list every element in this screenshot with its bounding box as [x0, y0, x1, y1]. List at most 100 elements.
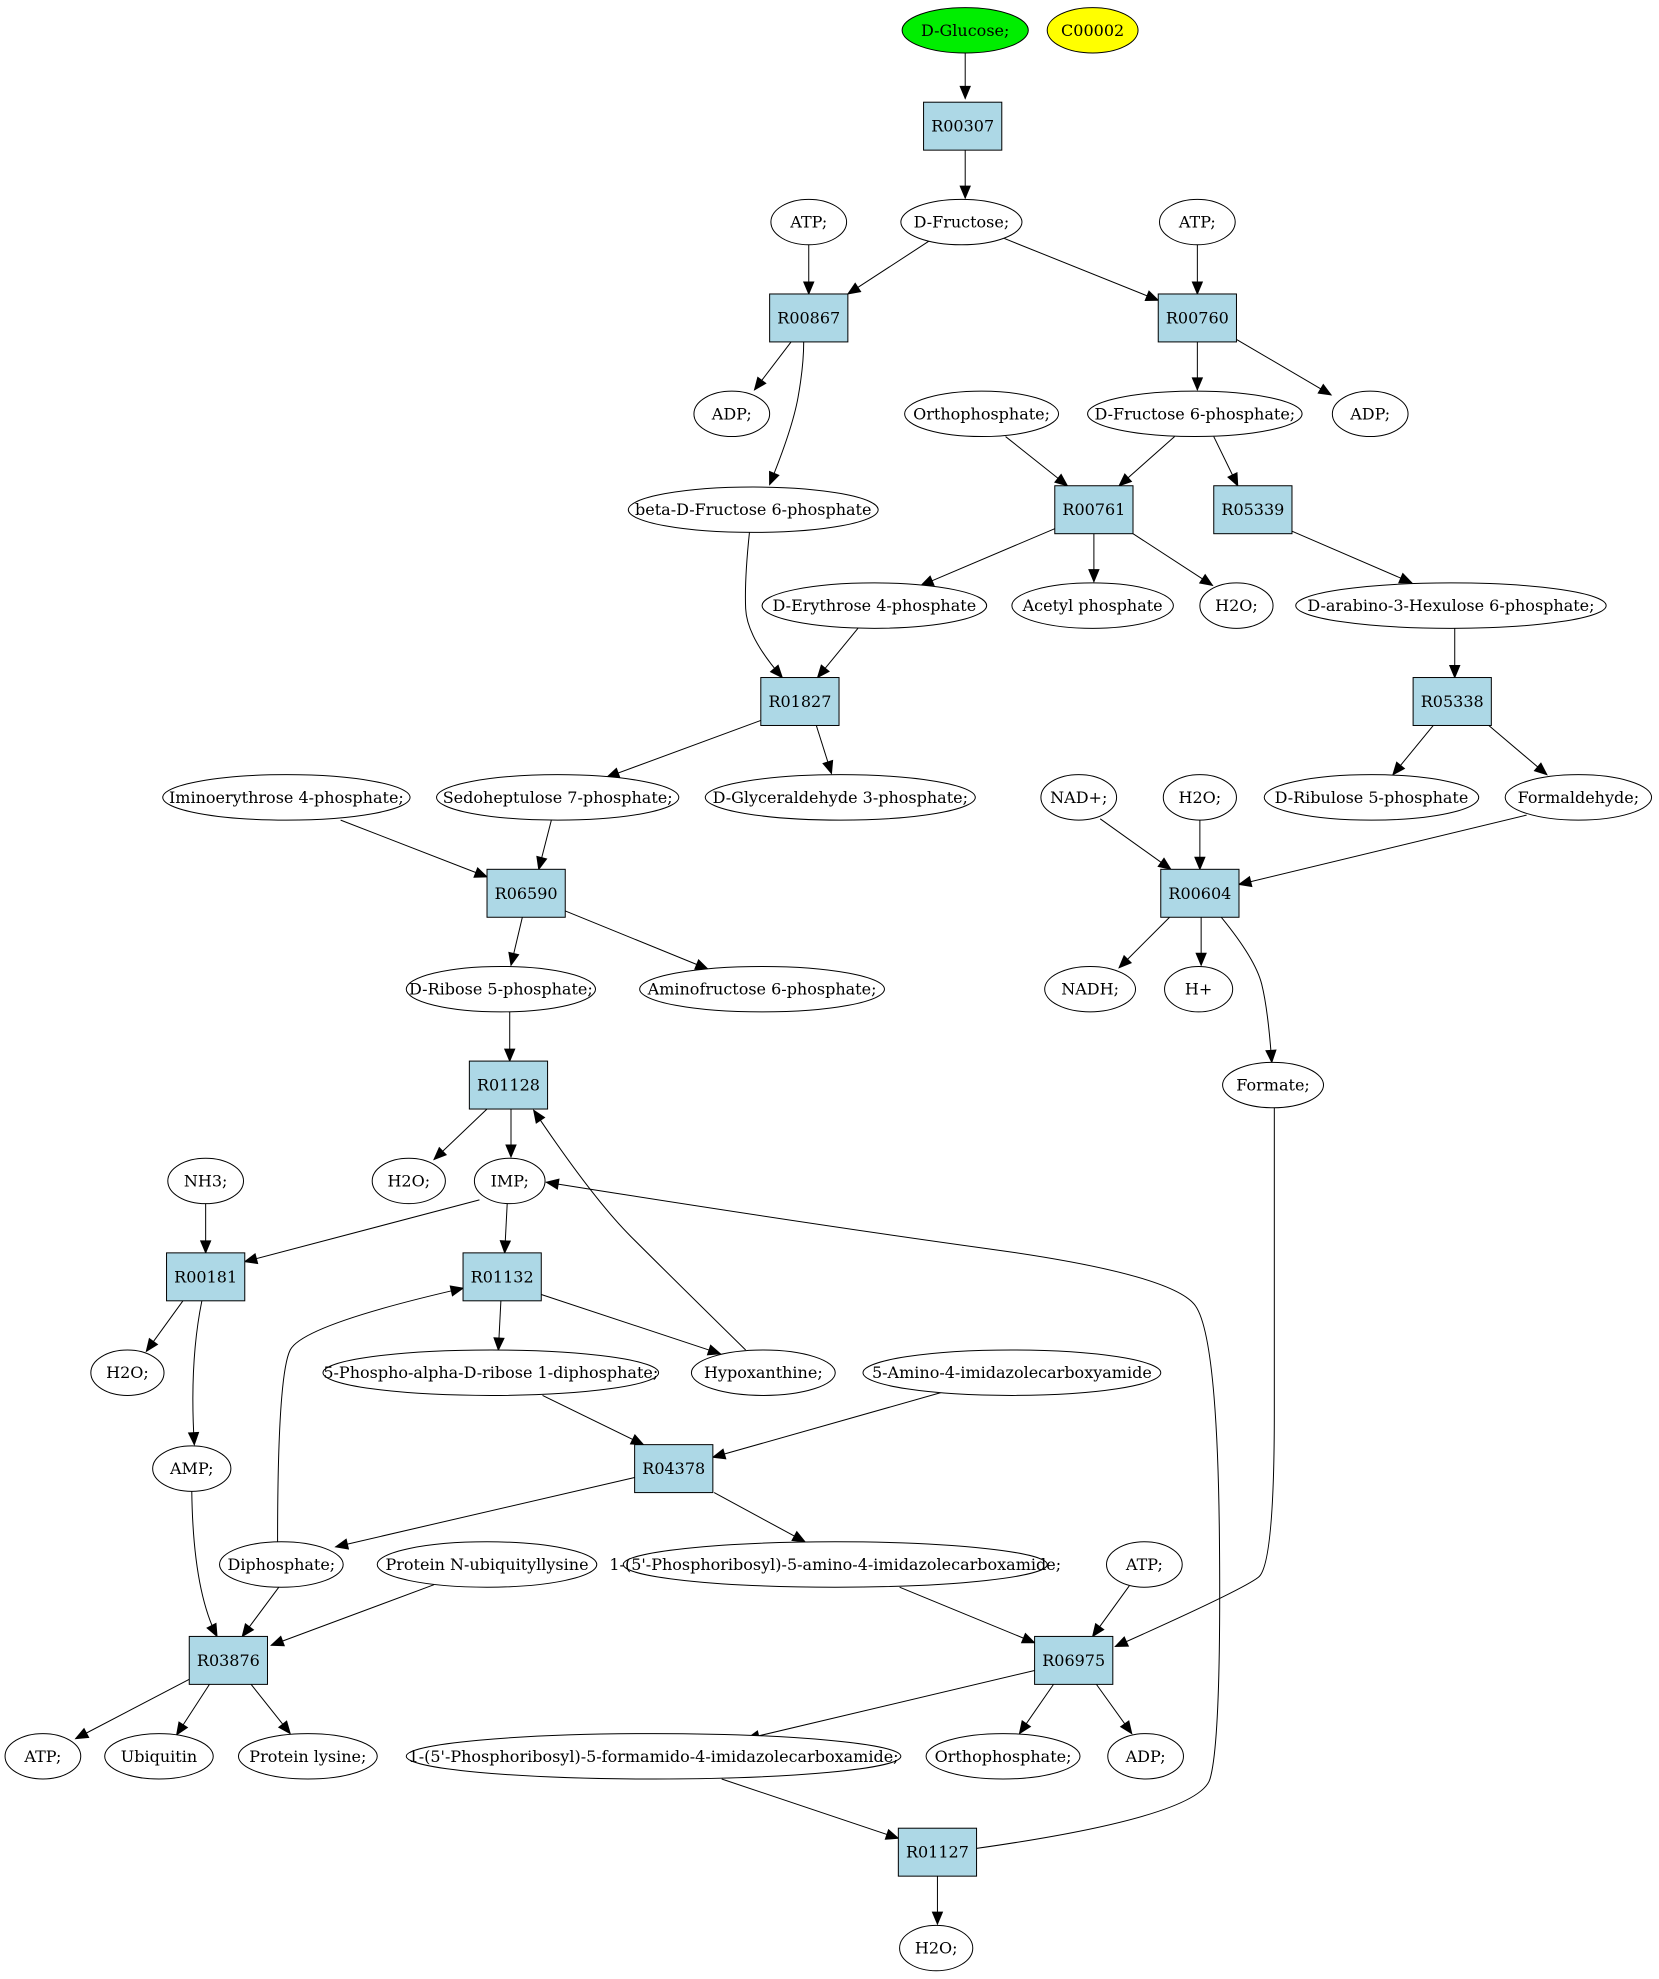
compound-node-orthophosphate_a[interactable]: Orthophosphate;	[904, 390, 1060, 438]
orthophosphate_a-label: Orthophosphate;	[913, 404, 1050, 423]
compound-node-proteinlysine[interactable]: Protein lysine;	[237, 1733, 378, 1780]
arrowhead-r01827-to-g3p	[822, 759, 834, 775]
imp-shape	[473, 1157, 546, 1205]
reaction-node-r04378[interactable]: R04378	[634, 1444, 714, 1494]
compound-node-nadp[interactable]: NAD+;	[1040, 774, 1118, 821]
compound-node-atp_b[interactable]: ATP;	[1159, 198, 1236, 246]
compound-node-h2o_e[interactable]: H2O;	[899, 1924, 974, 1972]
reaction-node-r00760[interactable]: R00760	[1157, 293, 1237, 343]
reaction-node-r03876[interactable]: R03876	[188, 1635, 268, 1685]
atp_b-label: ATP;	[1178, 213, 1216, 232]
compound-node-ubiquityllysine[interactable]: Protein N-ubiquityllysine	[376, 1541, 598, 1588]
reaction-node-r05338[interactable]: R05338	[1412, 677, 1492, 726]
atp_a-label: ATP;	[789, 213, 827, 232]
r05338-shape	[1412, 677, 1492, 726]
compound-node-ru5p[interactable]: D-Ribulose 5-phosphate	[1263, 774, 1480, 821]
aminofructose-label: Aminofructose 6-phosphate;	[647, 980, 877, 999]
atp_c-label: ATP;	[1125, 1555, 1163, 1574]
compound-node-nadh[interactable]: NADH;	[1044, 965, 1137, 1013]
reaction-node-r01127[interactable]: R01127	[897, 1827, 978, 1877]
arrowhead-amp-to-r03876	[206, 1622, 218, 1638]
compound-node-e4p[interactable]: D-Erythrose 4-phosphate	[761, 582, 988, 629]
compound-node-glucose[interactable]: D-Glucose;	[901, 7, 1029, 54]
compound-node-h2o_a[interactable]: H2O;	[1199, 582, 1274, 629]
compound-node-acetylp[interactable]: Acetyl phosphate	[1011, 582, 1174, 629]
compound-node-atp_d[interactable]: ATP;	[4, 1733, 82, 1780]
compound-node-iminoerythrose[interactable]: Iminoerythrose 4-phosphate;	[162, 774, 411, 821]
compound-node-h2o_d[interactable]: H2O;	[90, 1349, 165, 1396]
compound-node-h2o_c[interactable]: H2O;	[371, 1157, 446, 1205]
compound-node-s7p[interactable]: Sedoheptulose 7-phosphate;	[436, 774, 680, 821]
reaction-node-r00604[interactable]: R00604	[1160, 868, 1240, 918]
r06590-shape	[486, 868, 566, 918]
compound-node-adp_a[interactable]: ADP;	[693, 390, 771, 438]
compound-node-formaldehyde[interactable]: Formaldehyde;	[1504, 774, 1653, 821]
compound-node-amp[interactable]: AMP;	[152, 1445, 232, 1492]
r05339-shape	[1213, 485, 1293, 535]
edge-r00181-to-amp	[192, 1300, 203, 1445]
compound-node-adp_c[interactable]: ADP;	[1107, 1733, 1184, 1780]
compound-node-diphosphate[interactable]: Diphosphate;	[219, 1541, 344, 1588]
compound-node-atp_c[interactable]: ATP;	[1106, 1541, 1183, 1588]
compound-node-bf6p[interactable]: beta-D-Fructose 6-phosphate	[627, 486, 879, 533]
arrowhead-r03876-to-proteinlysine	[277, 1720, 291, 1735]
compound-node-atp_a[interactable]: ATP;	[770, 198, 848, 246]
adp_a-label: ADP;	[711, 404, 752, 423]
reaction-node-r01128[interactable]: R01128	[468, 1060, 549, 1110]
arrowhead-r06590-to-r5p	[508, 951, 520, 967]
reaction-node-r00307[interactable]: R00307	[923, 101, 1003, 151]
compound-node-fructose[interactable]: D-Fructose;	[900, 198, 1023, 246]
compound-node-r5p[interactable]: D-Ribose 5-phosphate;	[405, 965, 597, 1013]
compound-node-hexulose[interactable]: D-arabino-3-Hexulose 6-phosphate;	[1295, 582, 1607, 629]
r00760-label: R00760	[1166, 308, 1229, 327]
arrowhead-r00760-to-f6p	[1191, 377, 1204, 392]
arrowhead-aica-to-r04378	[711, 1448, 727, 1460]
arrowhead-fructose-to-r00867	[846, 282, 862, 295]
arrowhead-orthophosphate_a-to-r00761	[1054, 473, 1069, 487]
arrowhead-r06975-to-orthophosphate_b	[1018, 1720, 1032, 1735]
compound-node-aminofructose[interactable]: Aminofructose 6-phosphate;	[639, 965, 885, 1013]
compound-node-formate[interactable]: Formate;	[1222, 1061, 1325, 1109]
compound-node-nh3[interactable]: NH3;	[167, 1157, 245, 1205]
reaction-node-r01132[interactable]: R01132	[462, 1252, 542, 1302]
arrowhead-r04378-to-diphosphate	[334, 1538, 350, 1550]
reaction-node-r00761[interactable]: R00761	[1054, 485, 1134, 535]
compound-node-h2o_b[interactable]: H2O;	[1162, 774, 1237, 821]
reaction-node-r01827[interactable]: R01827	[760, 677, 840, 726]
compound-node-hplus[interactable]: H+	[1164, 965, 1234, 1013]
s7p-shape	[436, 774, 680, 821]
nh3-label: NH3;	[184, 1171, 228, 1190]
r01127-shape	[897, 1827, 978, 1877]
compound-node-faicar[interactable]: 1-(5'-Phosphoribosyl)-5-formamido-4-imid…	[405, 1733, 902, 1780]
r5p-label: D-Ribose 5-phosphate;	[409, 980, 593, 999]
bf6p-label: beta-D-Fructose 6-phosphate	[635, 500, 871, 519]
reaction-node-r06975[interactable]: R06975	[1034, 1635, 1114, 1685]
compound-node-hypoxanthine[interactable]: Hypoxanthine;	[690, 1349, 836, 1396]
edge-fructose-to-r00867	[847, 239, 932, 295]
edge-orthophosphate_a-to-r00761	[1005, 436, 1068, 487]
compound-node-adp_b[interactable]: ADP;	[1331, 390, 1409, 438]
formaldehyde-label: Formaldehyde;	[1518, 788, 1640, 807]
compound-node-f6p[interactable]: D-Fructose 6-phosphate;	[1087, 390, 1303, 438]
compound-node-g3p[interactable]: D-Glyceraldehyde 3-phosphate;	[704, 774, 976, 821]
aica-label: 5-Amino-4-imidazolecarboxyamide	[872, 1363, 1152, 1382]
h2o_d-shape	[90, 1349, 165, 1396]
reaction-node-r05339[interactable]: R05339	[1213, 485, 1293, 535]
arrowhead-nh3-to-r00181	[199, 1240, 212, 1255]
prpp-label: 5-Phospho-alpha-D-ribose 1-diphosphate;	[323, 1363, 658, 1382]
compound-node-c00002[interactable]: C00002	[1046, 7, 1139, 54]
r00604-label: R00604	[1168, 884, 1231, 903]
compound-node-imp[interactable]: IMP;	[473, 1157, 546, 1205]
formate-shape	[1222, 1061, 1325, 1109]
reaction-node-r06590[interactable]: R06590	[486, 868, 566, 918]
compound-node-orthophosphate_b[interactable]: Orthophosphate;	[925, 1733, 1081, 1780]
r05338-label: R05338	[1421, 692, 1484, 711]
reaction-node-r00181[interactable]: R00181	[166, 1252, 246, 1302]
compound-node-aica[interactable]: 5-Amino-4-imidazolecarboxyamide	[862, 1349, 1162, 1396]
compound-node-ubiquitin[interactable]: Ubiquitin	[104, 1733, 214, 1780]
reaction-node-r00867[interactable]: R00867	[769, 293, 849, 343]
arrowhead-r03876-to-atp_d	[74, 1727, 90, 1740]
compound-node-aicar[interactable]: 1-(5'-Phosphoribosyl)-5-amino-4-imidazol…	[609, 1541, 1061, 1588]
compound-node-prpp[interactable]: 5-Phospho-alpha-D-ribose 1-diphosphate;	[322, 1349, 660, 1396]
